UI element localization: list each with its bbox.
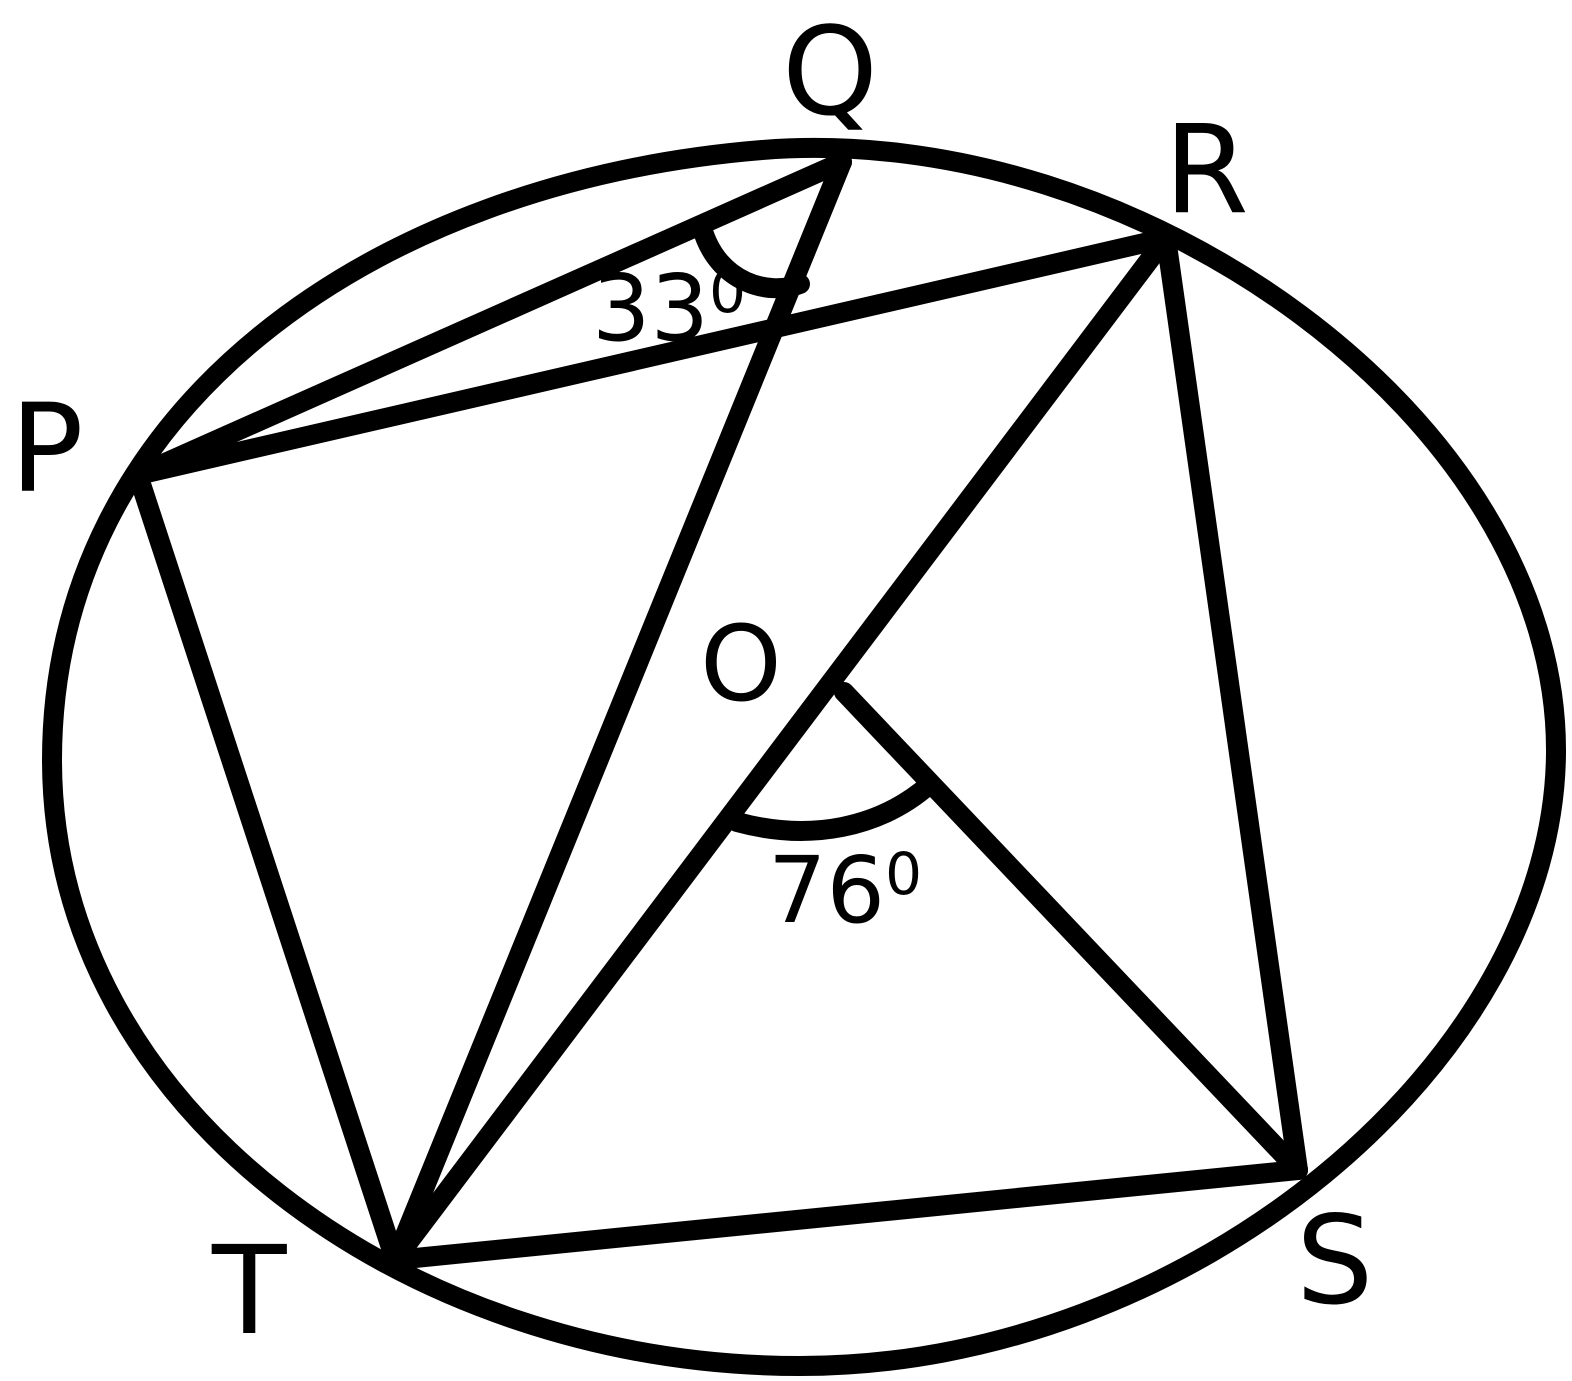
- segment-os: [834, 682, 1308, 1180]
- angle-arc-o: [727, 774, 940, 841]
- label-o: O: [700, 603, 782, 725]
- segment-pq: [128, 152, 852, 485]
- label-t: T: [211, 1220, 287, 1362]
- segment-qt: [385, 152, 852, 1270]
- angle-o-value: 76: [768, 837, 885, 944]
- segment-rs: [1156, 228, 1308, 1180]
- label-q: Q: [782, 1, 878, 143]
- angle-q-degree: 0: [709, 258, 746, 326]
- segment-pr: [128, 228, 1176, 485]
- segment-rt: [385, 228, 1176, 1270]
- label-p: P: [10, 378, 84, 520]
- label-r: R: [1164, 99, 1249, 241]
- segment-ts: [385, 1160, 1308, 1270]
- segment-pt: [128, 465, 405, 1270]
- angle-q-value: 33: [592, 255, 709, 362]
- angle-o-degree: 0: [885, 840, 922, 908]
- label-s: S: [1296, 1190, 1373, 1332]
- segments-group: [128, 152, 1308, 1270]
- angle-q-label: 330: [592, 255, 746, 362]
- angle-arc-q: [692, 218, 810, 299]
- angle-o-label: 760: [768, 837, 922, 944]
